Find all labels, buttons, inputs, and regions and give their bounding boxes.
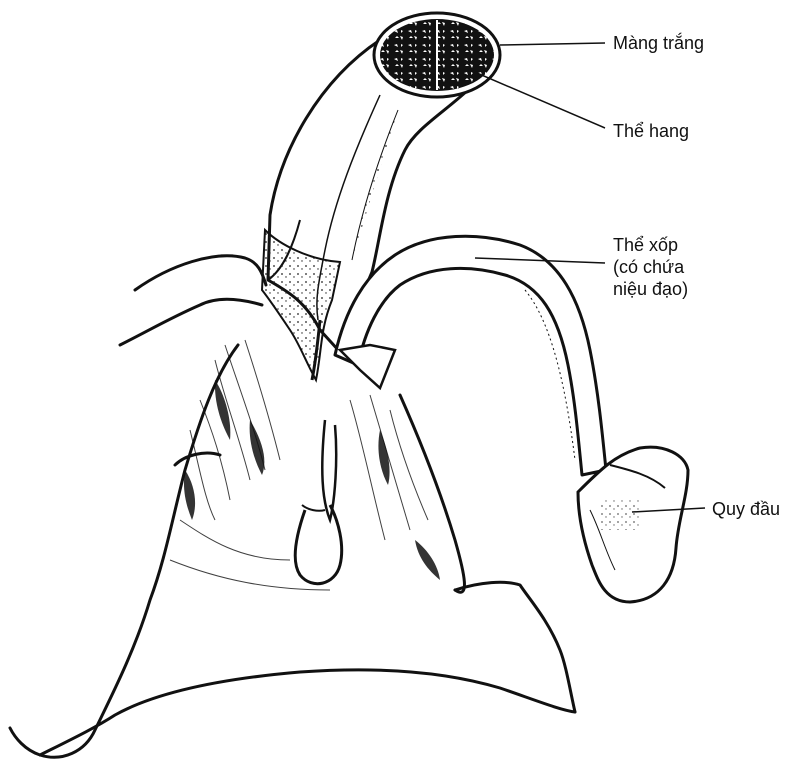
label-the-xop-line1: Thể xốp: [613, 234, 688, 256]
corpus-spongiosum: [335, 236, 606, 475]
cross-section-cavernosum: [374, 13, 500, 97]
leader-the-hang: [470, 70, 605, 128]
label-mang-trang: Màng trắng: [613, 32, 704, 54]
label-the-xop-line3: niệu đạo): [613, 278, 688, 300]
bulb: [295, 420, 341, 584]
label-the-xop-line2: (có chứa: [613, 256, 688, 278]
label-the-xop: Thể xốp (có chứa niệu đạo): [613, 234, 688, 300]
label-the-hang: Thể hang: [613, 120, 689, 142]
leader-mang-trang: [500, 43, 605, 45]
label-quy-dau: Quy đầu: [712, 498, 780, 520]
